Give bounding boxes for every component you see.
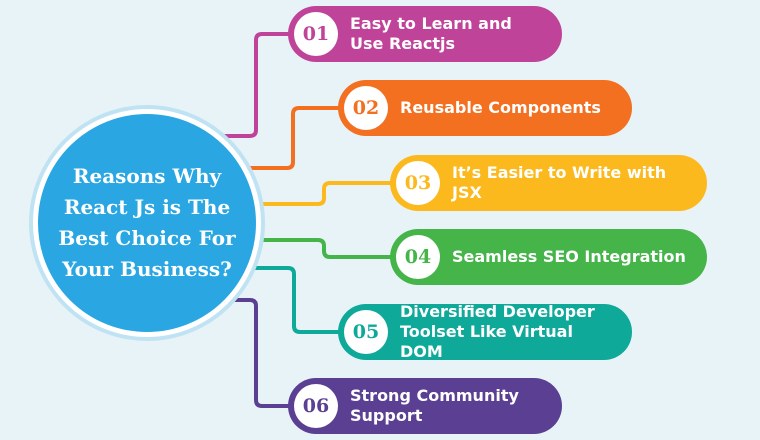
reason-04: 04 Seamless SEO Integration [390,229,707,285]
center-title: Reasons Why React Js is The Best Choice … [58,164,236,281]
connector-05 [246,266,346,334]
reason-03: 03 It’s Easier to Write with JSX [390,155,707,211]
reason-number: 01 [294,12,338,56]
connector-06 [228,298,296,408]
reason-label: Easy to Learn and Use Reactjs [350,14,512,53]
connector-04 [258,238,398,259]
reason-label: Reusable Components [400,98,601,117]
reason-label: Diversified Developer Toolset Like Virtu… [400,302,595,361]
reason-05: 05 Diversified Developer Toolset Like Vi… [338,302,632,361]
reason-label: Strong Community Support [350,386,519,425]
reason-label: It’s Easier to Write with JSX [452,163,667,202]
connector-03 [258,181,398,206]
connector-01 [224,32,296,138]
reason-02: 02 Reusable Components [338,80,632,136]
reason-number: 06 [294,384,338,428]
connector-02 [245,106,346,170]
reason-number: 05 [344,310,388,354]
reason-label: Seamless SEO Integration [452,247,686,266]
center-circle: Reasons Why React Js is The Best Choice … [33,109,261,337]
reason-number: 02 [344,86,388,130]
reason-06: 06 Strong Community Support [288,378,562,434]
reason-number: 04 [396,235,440,279]
reason-01: 01 Easy to Learn and Use Reactjs [288,6,562,62]
reason-number: 03 [396,161,440,205]
